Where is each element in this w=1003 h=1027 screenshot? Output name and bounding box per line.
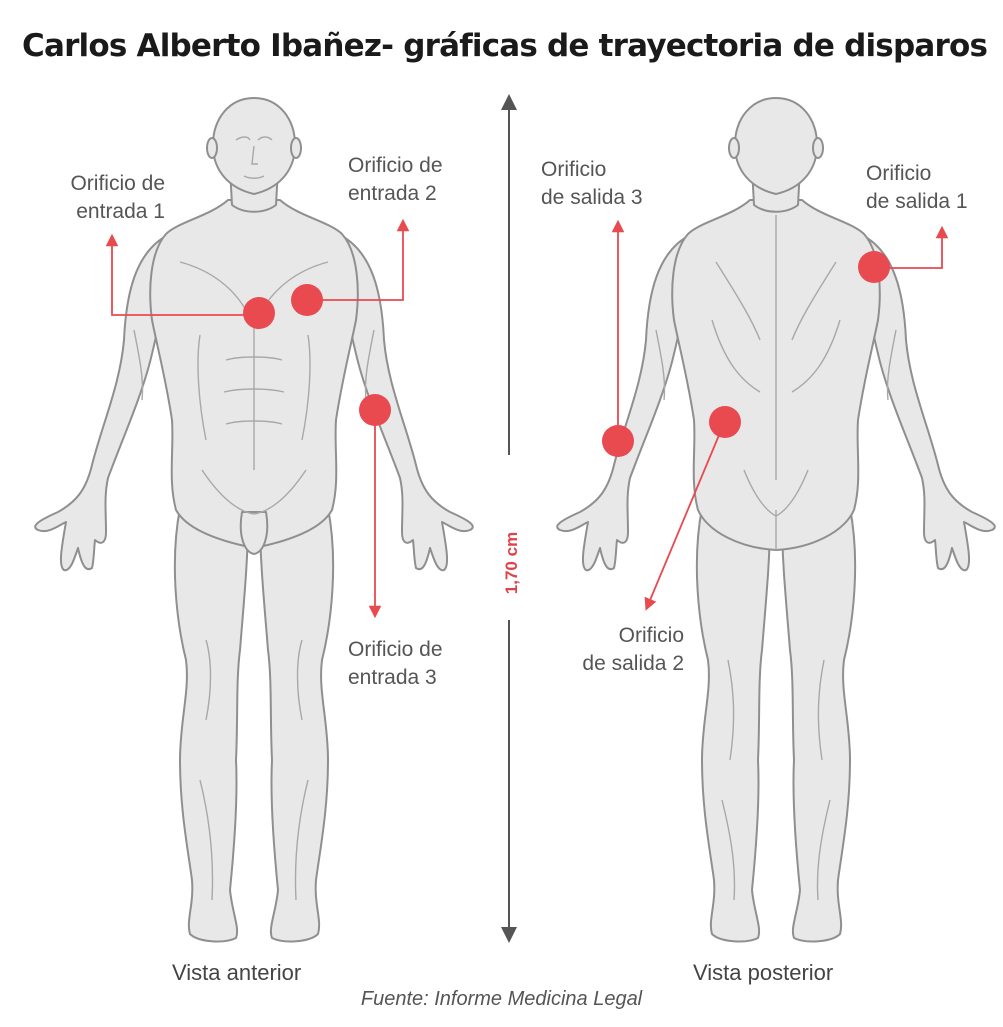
- height-label: 1,70 cm: [502, 531, 521, 595]
- label-vista-anterior: Vista anterior: [172, 960, 302, 985]
- source-note: Fuente: Informe Medicina Legal: [360, 988, 643, 1010]
- leader-salida-2: [644, 427, 723, 611]
- wound-dots: [243, 251, 890, 457]
- wound-dot-salida-1: [858, 251, 890, 283]
- back-head: [733, 97, 819, 195]
- front-left-leg: [173, 507, 249, 943]
- label-vista-posterior: Vista posterior: [693, 960, 834, 985]
- wound-dot-entrada-1: [243, 297, 275, 329]
- wound-dot-salida-3: [602, 425, 634, 457]
- back-muscle-lines: [655, 215, 897, 901]
- front-right-leg: [259, 507, 335, 943]
- back-right-arm: [861, 234, 996, 572]
- wound-leader-lines: [105, 218, 949, 619]
- leader-entrada-1: [105, 233, 255, 316]
- wound-dot-salida-2: [709, 406, 741, 438]
- wound-dot-entrada-3: [359, 394, 391, 426]
- leader-entrada-2: [320, 218, 410, 301]
- leader-salida-1: [880, 225, 949, 269]
- page-title: Carlos Alberto Ibañez- gráficas de traye…: [22, 28, 988, 64]
- back-left-arm: [556, 234, 691, 572]
- front-right-arm: [339, 234, 474, 572]
- wound-dot-entrada-2: [291, 284, 323, 316]
- front-left-arm: [34, 234, 169, 572]
